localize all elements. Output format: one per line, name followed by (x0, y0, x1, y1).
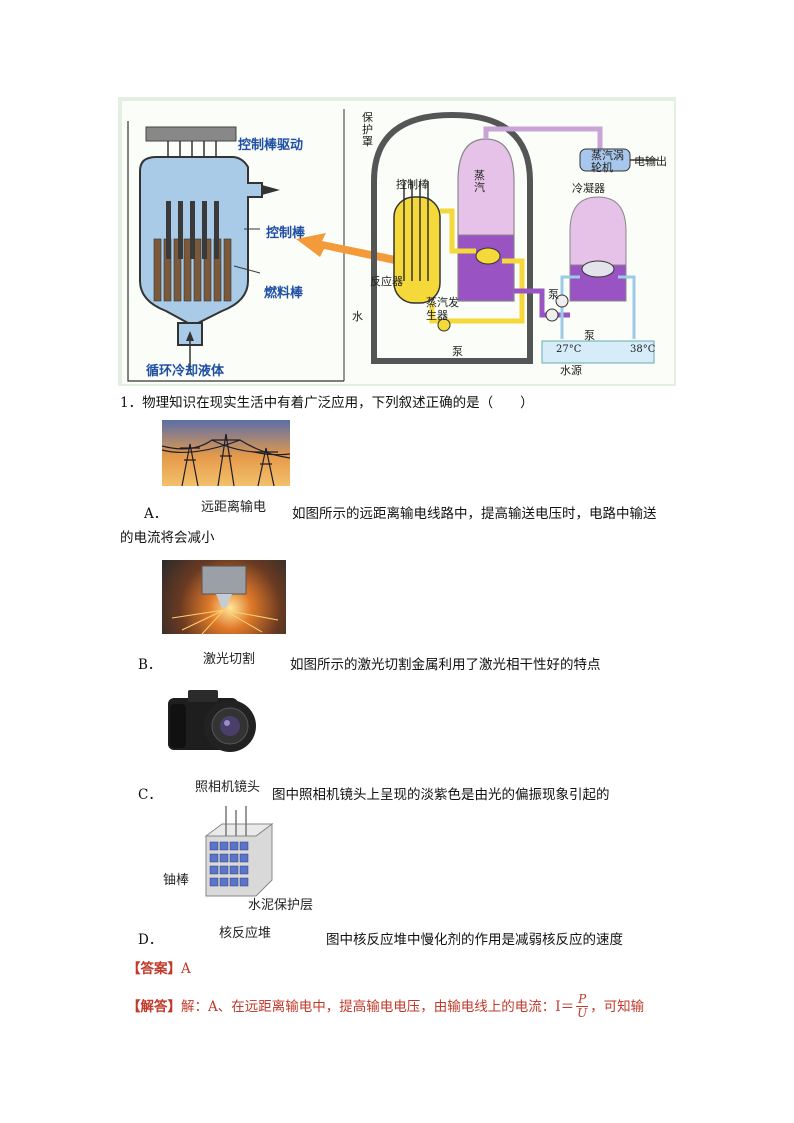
primary-loop (429, 208, 525, 324)
label-water-source: 水源 (560, 364, 582, 377)
label-drive: 控制棒驱动 (238, 138, 304, 153)
steam-generator-water (457, 234, 515, 302)
answer-value: A (181, 961, 191, 977)
label-steam-top: 蒸汽 (474, 169, 485, 194)
left-frame-line (127, 121, 344, 382)
heat-exchanger-coil (475, 247, 501, 265)
label-steam-generator: 蒸汽发生器 (426, 296, 459, 322)
label-power-output: 电输出 (634, 155, 667, 168)
answer-label: 【答案】 (127, 961, 181, 977)
explain-text: 解：A、在远距离输电中，提高输电电压，由输电线上的电流：I＝ (181, 999, 575, 1015)
option-b-caption: 激光切割 (203, 652, 256, 667)
option-a-caption: 远距离输电 (201, 500, 267, 515)
fuel-leader-line (233, 265, 261, 274)
option-c-caption: 照相机镜头 (195, 780, 261, 795)
option-b-letter: B． (138, 657, 162, 673)
option-c-text: 图中照相机镜头上呈现的淡紫色是由光的偏振现象引起的 (272, 787, 610, 803)
option-a-text-cont: 的电流将会减小 (120, 530, 215, 546)
answer-line: 【答案】A (127, 957, 191, 977)
fraction-denominator: U (577, 1006, 588, 1020)
orange-pointer-arrow (296, 233, 420, 269)
pump-2 (555, 294, 569, 308)
label-shield: 保护罩 (362, 111, 373, 148)
outlet-arrow (262, 185, 280, 195)
camera-icon (168, 690, 256, 752)
label-water: 水 (352, 310, 363, 323)
explain-label: 【解答】 (127, 999, 181, 1015)
pump-1 (437, 318, 451, 332)
label-temp-in: 27°C (556, 344, 582, 355)
camera-image (164, 684, 262, 756)
label-reactor: 反应器 (370, 275, 403, 288)
water-source (541, 340, 655, 364)
label-turbine: 蒸汽涡轮机 (591, 149, 624, 174)
reactor-figure (122, 101, 674, 384)
option-b-text: 如图所示的激光切割金属利用了激光相干性好的特点 (290, 657, 601, 673)
option-a-letter: A． (144, 506, 168, 522)
laser-sparks-icon (171, 565, 279, 635)
inlet-arrowhead (186, 331, 194, 341)
core-rods (403, 181, 429, 281)
label-control-rod: 控制棒 (266, 226, 306, 241)
laser-cutting-image (162, 560, 286, 635)
uranium-grid-icon (204, 806, 274, 897)
control-rod-tips (166, 201, 219, 259)
option-c-letter: C． (138, 787, 162, 803)
option-d-letter: D． (138, 932, 163, 948)
label-temp-out: 38°C (630, 344, 656, 355)
option-d-caption: 核反应堆 (219, 926, 272, 941)
reactor-diagram-svg (127, 109, 658, 382)
containment-shield (371, 111, 533, 364)
fuel-rods (153, 238, 232, 302)
explain-tail: ，可知输 (590, 999, 645, 1015)
cooling-out (618, 275, 636, 339)
label-pump-2: 泵 (548, 288, 559, 301)
pump-3 (545, 308, 559, 322)
question-text: 物理知识在现实生活中有着广泛应用，下列叙述正确的是（ ） (142, 395, 534, 411)
label-pump-3: 泵 (584, 329, 595, 342)
question-number: 1． (120, 395, 143, 411)
label-pump-1: 泵 (452, 345, 463, 358)
power-lines-image (161, 420, 291, 487)
option-d-text: 图中核反应堆中慢化剂的作用是减弱核反应的速度 (326, 932, 623, 948)
label-condenser: 冷凝器 (572, 182, 605, 195)
label-core-rod: 控制棒 (396, 178, 429, 191)
option-a-text: 如图所示的远距离输电线路中，提高输送电压时，电路中输送 (292, 506, 657, 522)
power-tower-icon (161, 433, 291, 487)
label-fuel-rod: 燃料棒 (264, 286, 304, 301)
condenser-coil (581, 260, 615, 278)
cooling-in (560, 275, 580, 339)
reactor-pile-image (196, 806, 280, 902)
question-stem: 1．物理知识在现实生活中有着广泛应用，下列叙述正确的是（ ） (120, 393, 534, 413)
option-d-rod-label: 铀棒 (163, 873, 190, 888)
option-d-layer-label: 水泥保护层 (248, 898, 314, 913)
steam-line (483, 126, 603, 159)
drive-housing (145, 126, 237, 142)
fraction-numerator: P (576, 992, 589, 1007)
label-coolant: 循环冷却液体 (146, 364, 225, 379)
